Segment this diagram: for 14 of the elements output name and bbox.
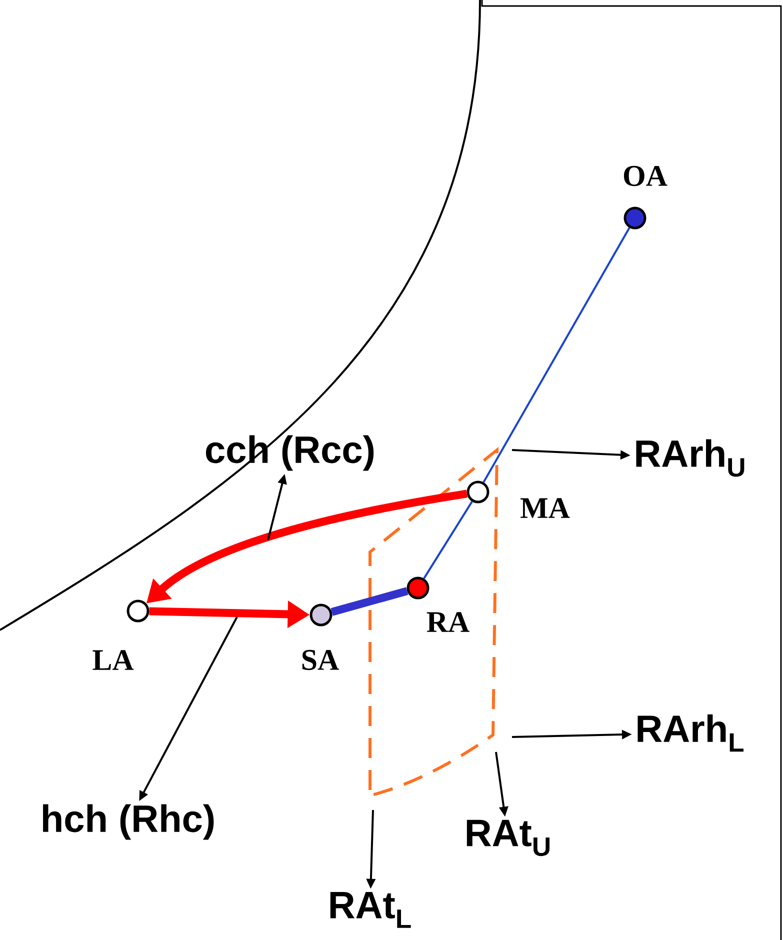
line: [482, 227, 630, 483]
text-label: hch (Rhc): [43, 804, 214, 840]
text-label: cch (Rcc): [206, 435, 374, 471]
text-label: RAt$_{U}$: [466, 820, 550, 856]
text-label: RArh$_{U}$: [636, 439, 744, 477]
point-label: LA: [92, 650, 134, 670]
point-label: MA: [520, 498, 570, 518]
point-label: RA: [426, 612, 470, 632]
line: [330, 587, 408, 616]
point-label: OA: [624, 166, 668, 186]
text-label: RAt$_{L}$: [330, 892, 411, 928]
line: [423, 501, 473, 579]
text-label: RArh$_{L}$: [638, 714, 744, 752]
point-label: SA: [302, 650, 339, 670]
